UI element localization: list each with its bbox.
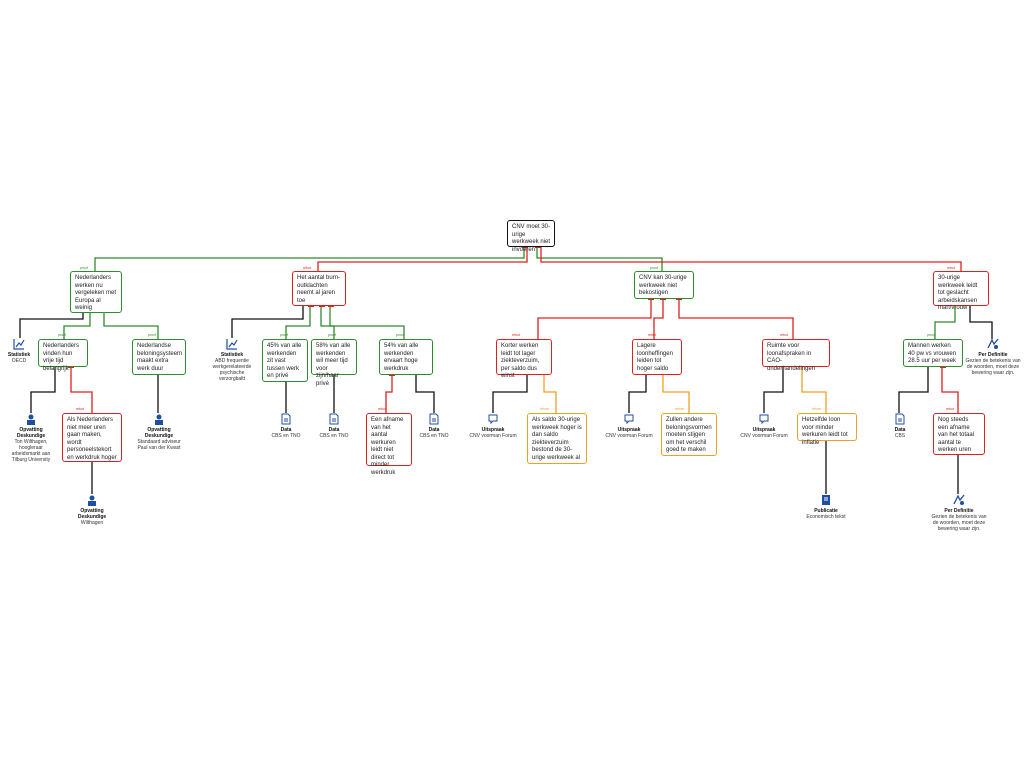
edge-root-burnout: [317, 247, 528, 271]
zullen-beloningsvormen[interactable]: Zullen andere beloningsvormen moeten sti…: [661, 413, 717, 456]
edge-ruimte-u3: [763, 367, 784, 413]
als-nederlanders[interactable]: Als Nederlanders niet meer uren gaan mak…: [62, 413, 122, 462]
edge-arb-def1: [969, 306, 993, 339]
edge-nl-beloning: [103, 313, 159, 339]
mannen-werken[interactable]: Mannen werken 40 pw vs vrouwen 28.5 uur …: [903, 339, 963, 367]
root-claim[interactable]: CNV moet 30-urige werkweek niet invoeren: [507, 220, 555, 253]
edge-burn-54: [329, 306, 405, 339]
speech-icon: [759, 414, 769, 425]
nl-vrije-tijd[interactable]: Nederlanders vinden hun vrije tijd belan…: [38, 339, 88, 372]
pct-58[interactable]: 58% van alle werkenden wil meer tijd voo…: [311, 339, 357, 387]
edge-root-nl: [94, 247, 525, 271]
edge-bek-lagere: [653, 299, 664, 339]
edge-arb-mannen: [934, 306, 956, 339]
document-icon: [329, 413, 339, 425]
argument-bekostigen[interactable]: CNV kan 30-urige werkweek niet bekostige…: [634, 271, 694, 299]
edge-nl-oecd: [19, 313, 84, 338]
saldo-ziekteverzuim[interactable]: Als saldo 30-urige werkweek hoger is dan…: [527, 413, 587, 464]
pct-54[interactable]: 54% van alle werkenden ervaart hoge werk…: [379, 339, 433, 375]
link-label-proof: proof: [650, 266, 658, 270]
link-label-rebut: rebut: [512, 333, 520, 337]
link-label-rebut: rebut: [946, 407, 954, 411]
edge-korter-saldo: [543, 375, 557, 413]
edge-vrije-ton: [30, 367, 56, 413]
argument-arbeidskansen[interactable]: 30-urige werkweek leidt tot geslacht arb…: [933, 271, 989, 311]
edge-54-data: [415, 375, 435, 413]
definition-icon: [987, 338, 999, 349]
link-label-refute: refute: [675, 407, 684, 411]
edge-vrije-als: [70, 367, 93, 413]
document-icon: [895, 413, 905, 425]
edge-korter-u1: [492, 375, 528, 413]
edge-lagere-zullen: [662, 375, 690, 413]
link-label-proof: proof: [148, 333, 156, 337]
expert-icon: [155, 414, 163, 425]
book-icon: [822, 495, 830, 505]
link-label-rebut: rebut: [947, 266, 955, 270]
nl-beloning[interactable]: Nederlandse beloningsysteem maakt extra …: [132, 339, 186, 375]
link-label-rebut: rebut: [76, 407, 84, 411]
afname-werkuren[interactable]: Een afname van het aantal werkuren leidt…: [366, 413, 412, 476]
link-label-proof: proof: [58, 333, 66, 337]
link-label-proof: proof: [328, 333, 336, 337]
edge-lagere-u2: [628, 375, 647, 413]
speech-icon: [624, 414, 634, 425]
edge-mannen-nog: [941, 367, 959, 413]
link-label-proof: proof: [80, 266, 88, 270]
link-label-proof: proof: [280, 333, 288, 337]
link-label-rebut: rebut: [378, 407, 386, 411]
chart-icon: [226, 339, 238, 350]
link-label-rebut: rebut: [648, 333, 656, 337]
hetzelfde-loon[interactable]: Hetzelfde loon voor minder werkuren leid…: [797, 413, 857, 446]
argument-burnout[interactable]: Het aantal burn-outklachten neemt al jar…: [292, 271, 346, 306]
link-label-rebut: rebut: [780, 333, 788, 337]
edge-burn-abd: [231, 306, 304, 338]
link-label-rebut: rebut: [303, 266, 311, 270]
edge-burn-58: [320, 306, 335, 339]
lagere-loonheffingen[interactable]: Lagere loonheffingen leiden tot hoger sa…: [632, 339, 682, 375]
argument-nederlanders-weinig[interactable]: Nederlanders werken nu vergeleken met Eu…: [70, 271, 122, 313]
document-icon: [281, 413, 291, 425]
edge-burn-45: [285, 306, 311, 339]
ruimte-loonafspraken[interactable]: Ruimte voor loonafspraken in CAO-onderha…: [762, 339, 830, 372]
edge-bek-ruimte: [678, 299, 794, 339]
definition-icon: [953, 494, 965, 505]
edge-bek-korter: [537, 299, 652, 339]
edge-ruimte-hetz: [801, 367, 827, 413]
chart-icon: [13, 339, 25, 350]
expert-icon: [88, 495, 96, 506]
speech-icon: [488, 414, 498, 425]
edge-nl-vrije: [63, 313, 91, 339]
korter-werken[interactable]: Korter werken leidt tot lager ziekteverz…: [496, 339, 552, 379]
document-icon: [429, 413, 439, 425]
link-label-refute: refute: [540, 407, 549, 411]
expert-icon: [27, 414, 35, 425]
edge-mannen-cbs: [898, 367, 929, 413]
link-label-proof: proof: [396, 333, 404, 337]
edge-54-afname: [385, 375, 393, 413]
edge-root-bekostigen: [536, 247, 663, 271]
pct-45[interactable]: 45% van alle werkenden zit vast tussen w…: [262, 339, 308, 382]
nog-steeds-afname[interactable]: Nog steeds een afname van het totaal aan…: [933, 413, 985, 455]
edge-root-arbeidskansen: [540, 247, 962, 271]
link-label-proof: proof: [927, 333, 935, 337]
link-label-refute: refute: [812, 407, 821, 411]
